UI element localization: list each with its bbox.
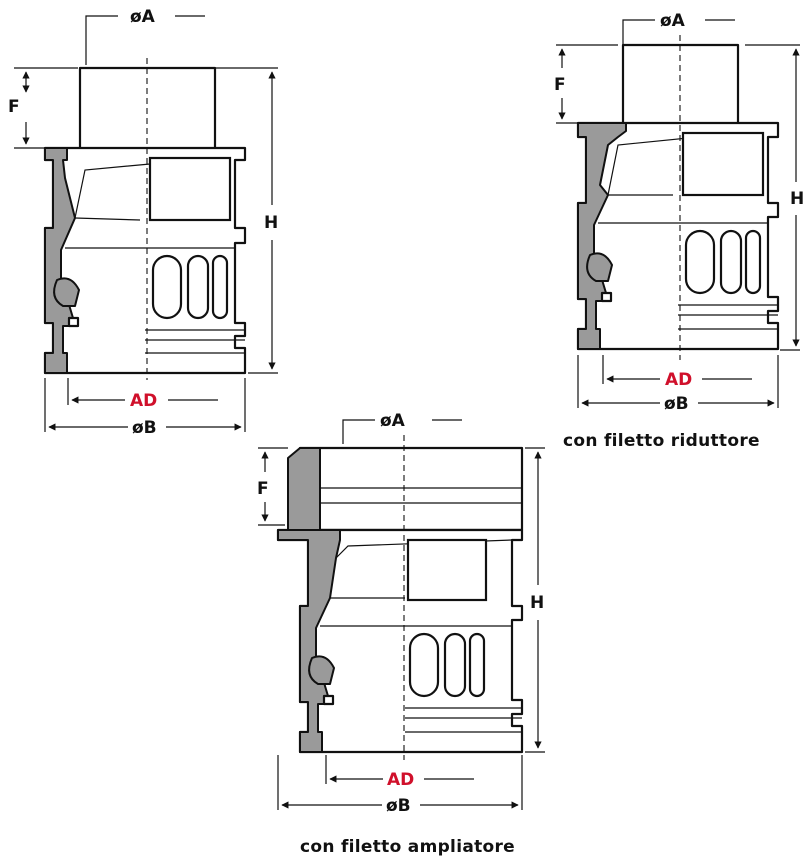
- caption-expander: con filetto ampliatore: [300, 837, 515, 857]
- label-f: F: [8, 97, 20, 117]
- dimension-a-left: øA: [85, 7, 205, 65]
- label-b: øB: [132, 418, 157, 438]
- label-a: øA: [130, 7, 156, 27]
- dimension-b-right: øB: [577, 355, 779, 414]
- svg-text:øA: øA: [660, 11, 686, 31]
- svg-text:AD: AD: [387, 770, 414, 790]
- dimension-f-left: F: [8, 67, 78, 149]
- dimension-b-left: øB: [44, 378, 246, 438]
- fitting-expander: [276, 446, 524, 754]
- label-ad: AD: [130, 391, 157, 411]
- svg-text:H: H: [530, 593, 544, 613]
- label-h: H: [264, 213, 278, 233]
- dimension-f-bottom: F: [257, 447, 288, 526]
- fitting-standard: [43, 66, 247, 375]
- fitting-reducer: [576, 43, 780, 351]
- dimension-ad-left: AD: [67, 378, 218, 411]
- dimension-ad-right: AD: [602, 355, 752, 390]
- dimension-h-right: H: [745, 44, 804, 351]
- caption-reducer: con filetto riduttore: [563, 431, 760, 451]
- dimension-f-right: F: [554, 44, 618, 124]
- svg-text:F: F: [554, 75, 566, 95]
- dimension-ad-bottom: AD: [325, 755, 474, 790]
- svg-text:øA: øA: [380, 411, 406, 431]
- svg-text:øB: øB: [386, 796, 411, 816]
- dimension-b-bottom: øB: [277, 755, 523, 816]
- dimension-a-bottom: øA: [342, 411, 462, 444]
- svg-text:øB: øB: [664, 394, 689, 414]
- dimension-a-right: øA: [622, 11, 735, 44]
- dimension-h-bottom: H: [525, 447, 545, 753]
- svg-text:F: F: [257, 479, 269, 499]
- svg-text:AD: AD: [665, 370, 692, 390]
- svg-text:H: H: [790, 189, 804, 209]
- dimension-h-left: H: [215, 67, 278, 374]
